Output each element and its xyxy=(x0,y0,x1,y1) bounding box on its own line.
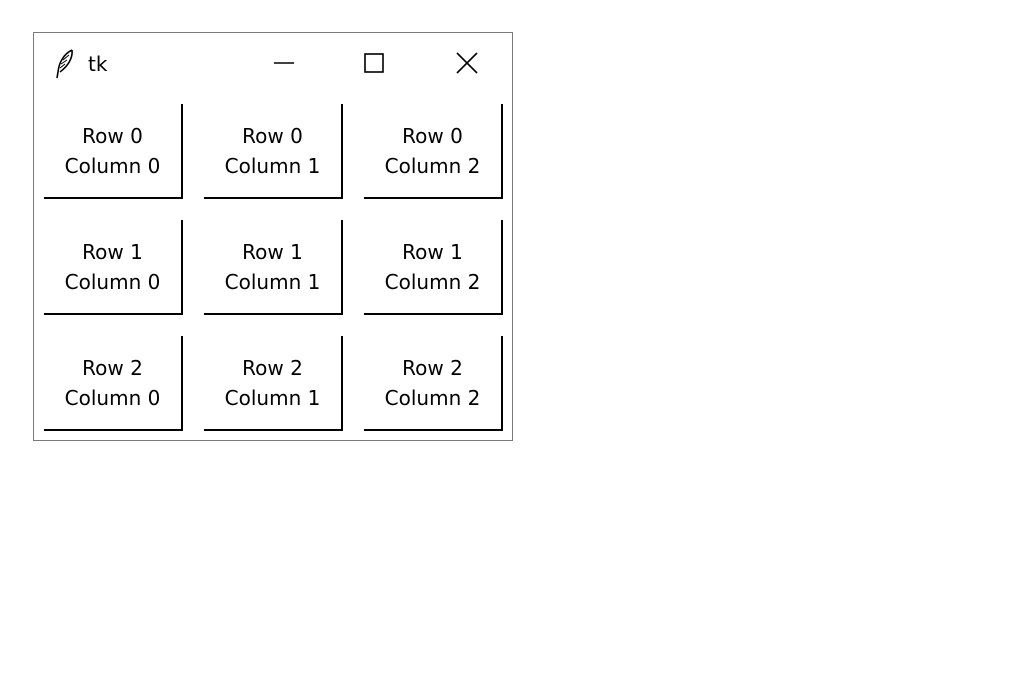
button-column-label: Column 2 xyxy=(384,153,481,178)
title-bar[interactable]: tk xyxy=(34,33,512,95)
button-row-label: Row 0 xyxy=(402,123,463,148)
grid-button-r0-c2[interactable]: Row 0 Column 2 xyxy=(364,104,503,199)
button-column-label: Column 2 xyxy=(384,269,481,294)
minimize-button[interactable] xyxy=(264,43,304,83)
grid-button-r1-c0[interactable]: Row 1 Column 0 xyxy=(44,220,183,315)
grid-button-r0-c1[interactable]: Row 0 Column 1 xyxy=(204,104,343,199)
feather-icon xyxy=(54,48,76,80)
button-column-label: Column 1 xyxy=(224,385,321,410)
grid-button-r2-c0[interactable]: Row 2 Column 0 xyxy=(44,336,183,431)
grid-button-r0-c0[interactable]: Row 0 Column 0 xyxy=(44,104,183,199)
button-row-label: Row 0 xyxy=(242,123,303,148)
button-row-label: Row 2 xyxy=(402,355,463,380)
button-column-label: Column 0 xyxy=(64,153,161,178)
button-column-label: Column 1 xyxy=(224,269,321,294)
grid-button-r1-c2[interactable]: Row 1 Column 2 xyxy=(364,220,503,315)
button-column-label: Column 1 xyxy=(224,153,321,178)
maximize-icon xyxy=(364,53,384,73)
close-button[interactable] xyxy=(447,43,487,83)
button-row-label: Row 0 xyxy=(82,123,143,148)
button-row-label: Row 1 xyxy=(82,239,143,264)
close-icon xyxy=(456,52,478,74)
maximize-button[interactable] xyxy=(354,43,394,83)
button-column-label: Column 2 xyxy=(384,385,481,410)
grid-button-r2-c1[interactable]: Row 2 Column 1 xyxy=(204,336,343,431)
button-row-label: Row 2 xyxy=(242,355,303,380)
tk-window: tk Row 0 Column 0 Row 0 Column 1 Row 0 C… xyxy=(33,32,513,441)
button-column-label: Column 0 xyxy=(64,269,161,294)
button-column-label: Column 0 xyxy=(64,385,161,410)
window-title: tk xyxy=(88,52,108,76)
button-row-label: Row 2 xyxy=(82,355,143,380)
button-row-label: Row 1 xyxy=(242,239,303,264)
button-row-label: Row 1 xyxy=(402,239,463,264)
minimize-icon xyxy=(274,62,294,64)
grid-button-r2-c2[interactable]: Row 2 Column 2 xyxy=(364,336,503,431)
grid-button-r1-c1[interactable]: Row 1 Column 1 xyxy=(204,220,343,315)
